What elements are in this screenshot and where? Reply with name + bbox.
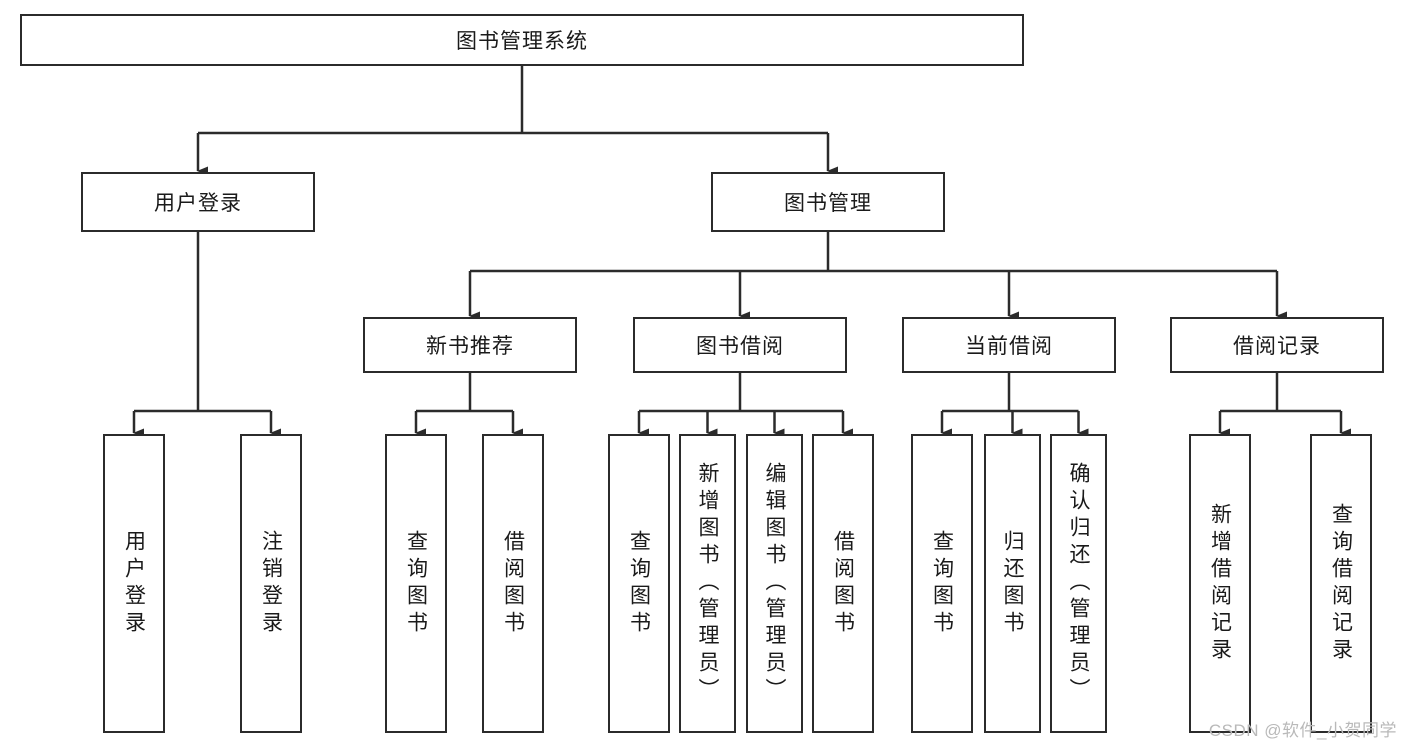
node-leaf-login-1[interactable]: 用户登录 bbox=[103, 434, 165, 733]
node-leaf-rec-2[interactable]: 查询借阅记录 bbox=[1310, 434, 1372, 733]
node-leaf-new-1[interactable]: 查询图书 bbox=[385, 434, 447, 733]
node-records[interactable]: 借阅记录 bbox=[1170, 317, 1384, 373]
node-newbook[interactable]: 新书推荐 bbox=[363, 317, 577, 373]
node-label-login: 用户登录 bbox=[154, 192, 242, 215]
node-bookmgmt[interactable]: 图书管理 bbox=[711, 172, 945, 232]
node-label-leaf-new-2: 借阅图书 bbox=[501, 529, 525, 638]
node-leaf-cur-2[interactable]: 归还图书 bbox=[984, 434, 1041, 733]
node-label-leaf-bor-3: 编辑图书（管理员） bbox=[763, 462, 786, 705]
node-label-current: 当前借阅 bbox=[965, 335, 1053, 358]
node-leaf-login-2[interactable]: 注销登录 bbox=[240, 434, 302, 733]
node-current[interactable]: 当前借阅 bbox=[902, 317, 1116, 373]
edge-group bbox=[132, 66, 1351, 438]
node-borrow[interactable]: 图书借阅 bbox=[633, 317, 847, 373]
node-label-borrow: 图书借阅 bbox=[696, 335, 784, 358]
node-label-leaf-cur-1: 查询图书 bbox=[930, 529, 954, 638]
node-label-leaf-login-1: 用户登录 bbox=[122, 529, 146, 638]
node-leaf-new-2[interactable]: 借阅图书 bbox=[482, 434, 544, 733]
node-leaf-bor-2[interactable]: 新增图书（管理员） bbox=[679, 434, 736, 733]
node-label-records: 借阅记录 bbox=[1233, 335, 1321, 358]
node-login[interactable]: 用户登录 bbox=[81, 172, 315, 232]
node-label-leaf-login-2: 注销登录 bbox=[259, 529, 283, 638]
node-root[interactable]: 图书管理系统 bbox=[20, 14, 1024, 66]
node-label-leaf-rec-2: 查询借阅记录 bbox=[1329, 502, 1353, 665]
node-label-leaf-bor-2: 新增图书（管理员） bbox=[696, 462, 719, 705]
node-leaf-cur-3[interactable]: 确认归还（管理员） bbox=[1050, 434, 1107, 733]
node-leaf-rec-1[interactable]: 新增借阅记录 bbox=[1189, 434, 1251, 733]
node-label-root: 图书管理系统 bbox=[456, 30, 588, 53]
node-leaf-bor-4[interactable]: 借阅图书 bbox=[812, 434, 874, 733]
node-leaf-bor-3[interactable]: 编辑图书（管理员） bbox=[746, 434, 803, 733]
node-label-leaf-new-1: 查询图书 bbox=[404, 529, 428, 638]
node-label-leaf-rec-1: 新增借阅记录 bbox=[1208, 502, 1232, 665]
node-label-leaf-bor-4: 借阅图书 bbox=[831, 529, 855, 638]
watermark-label: CSDN @软件_小贺同学 bbox=[1208, 721, 1397, 740]
node-label-bookmgmt: 图书管理 bbox=[784, 192, 872, 215]
node-label-leaf-cur-2: 归还图书 bbox=[1001, 529, 1024, 638]
node-label-leaf-bor-1: 查询图书 bbox=[627, 529, 651, 638]
node-label-newbook: 新书推荐 bbox=[426, 335, 514, 358]
node-label-leaf-cur-3: 确认归还（管理员） bbox=[1067, 462, 1090, 705]
node-leaf-cur-1[interactable]: 查询图书 bbox=[911, 434, 973, 733]
node-leaf-bor-1[interactable]: 查询图书 bbox=[608, 434, 670, 733]
